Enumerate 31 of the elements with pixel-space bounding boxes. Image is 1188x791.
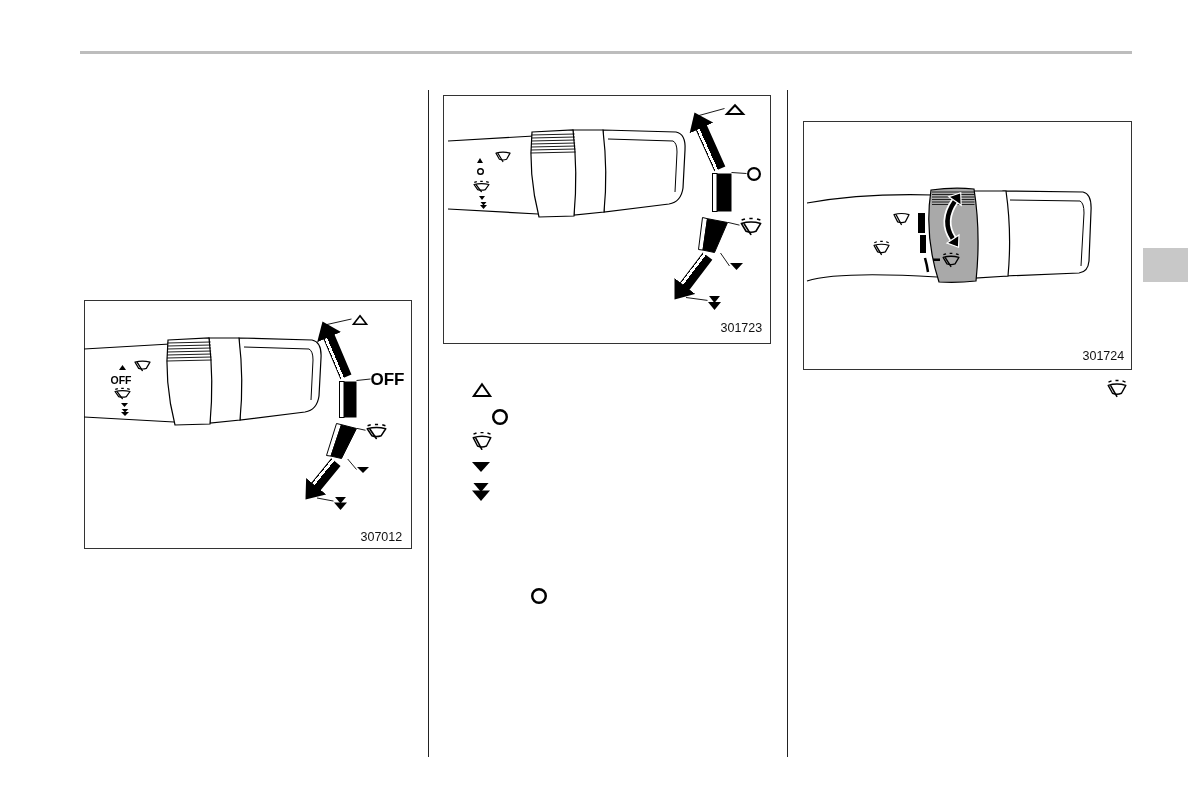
down-triangle-icon [356,466,369,473]
figure-frame [443,95,771,344]
leader-line [356,427,366,431]
wiper-icon [365,423,387,439]
triangle-icon [724,102,745,115]
leader-line [698,108,725,116]
figure-number: 301723 [720,322,763,335]
figure-number: 301724 [1082,350,1125,363]
leader-line [326,318,352,325]
leader-line [685,297,708,301]
detent-segment [326,423,357,459]
leader-line [356,378,371,381]
leader-line [727,221,740,226]
circle-icon [746,166,761,181]
leader-line [720,252,730,267]
down-triangle-icon [729,262,743,270]
double-down-triangle-icon [707,295,721,310]
leader-line [731,172,747,174]
position-label: OFF [370,370,405,388]
detent-segment [698,217,728,253]
figure-number: 307012 [360,531,403,544]
detent-block [338,380,357,418]
detent-block [711,172,732,212]
wiper-icon [739,217,762,235]
leader-line [316,497,334,502]
leader-line [347,458,357,470]
double-down-triangle-icon [333,496,347,510]
stalk-label: OFF [110,374,132,385]
figure-frame [803,121,1132,370]
figure-frame [84,300,412,549]
triangle-icon [351,313,368,325]
